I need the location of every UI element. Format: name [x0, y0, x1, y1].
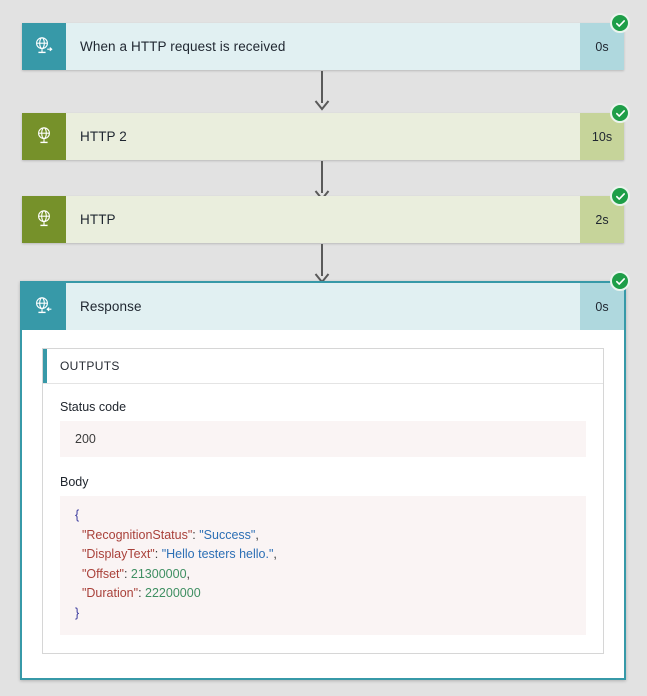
workflow-step-http[interactable]: HTTP 2s — [22, 196, 624, 243]
json-key: "RecognitionStatus" — [81, 527, 193, 542]
connector-arrow-1 — [311, 71, 333, 111]
connector-arrow-3 — [311, 244, 333, 284]
status-badge-succeeded-trigger — [610, 13, 630, 33]
json-value: 22200000 — [145, 586, 201, 600]
status-code-label: Status code — [60, 400, 127, 414]
status-code-value: 200 — [60, 421, 586, 457]
globe-response-icon — [22, 283, 66, 330]
step-duration: 10s — [580, 113, 624, 160]
outputs-panel: OUTPUTS Status code 200 Body { "Recognit… — [42, 348, 604, 654]
response-header[interactable]: Response 0s — [22, 283, 624, 330]
json-separator: : — [192, 527, 200, 542]
json-entry-0: "RecognitionStatus": "Success", — [75, 528, 259, 542]
outputs-accent-bar — [43, 349, 47, 383]
json-separator: : — [138, 586, 146, 600]
globe-request-icon — [22, 23, 66, 70]
json-key: "Duration" — [81, 586, 139, 600]
outputs-content: Status code 200 Body { "RecognitionStatu… — [43, 384, 603, 653]
outputs-header: OUTPUTS — [43, 349, 603, 384]
json-close-brace: } — [75, 605, 80, 620]
json-comma: , — [186, 566, 191, 581]
status-badge-succeeded-response — [610, 271, 630, 291]
body-json-value: { "RecognitionStatus": "Success", "Displ… — [60, 496, 586, 635]
json-key: "Offset" — [81, 566, 124, 581]
body-label: Body — [60, 475, 89, 489]
outputs-section-label: OUTPUTS — [60, 359, 120, 373]
json-entry-1: "DisplayText": "Hello testers hello.", — [75, 547, 277, 561]
workflow-step-trigger[interactable]: When a HTTP request is received 0s — [22, 23, 624, 70]
connector-arrow-2 — [311, 161, 333, 201]
status-badge-succeeded-http-2 — [610, 103, 630, 123]
json-separator: : — [123, 566, 131, 581]
json-comma: , — [273, 547, 277, 561]
json-value: "Hello testers hello." — [161, 547, 274, 561]
json-key: "DisplayText" — [81, 547, 155, 561]
globe-icon — [22, 196, 66, 243]
json-value: "Success" — [199, 527, 256, 542]
response-body: OUTPUTS Status code 200 Body { "Recognit… — [22, 330, 624, 678]
workflow-step-response[interactable]: Response 0s OUTPUTS Status code 200 Body… — [20, 281, 626, 680]
workflow-step-http-2[interactable]: HTTP 2 10s — [22, 113, 624, 160]
json-value: 21300000 — [130, 566, 187, 581]
json-comma: , — [255, 527, 259, 542]
step-title: When a HTTP request is received — [66, 23, 580, 70]
json-separator: : — [154, 547, 162, 561]
step-duration: 0s — [580, 283, 624, 330]
globe-icon — [22, 113, 66, 160]
step-title: HTTP — [66, 196, 580, 243]
json-open-brace: { — [75, 508, 80, 522]
json-entry-3: "Duration": 22200000 — [75, 586, 201, 600]
json-entry-2: "Offset": 21300000, — [75, 567, 190, 581]
step-title: Response — [66, 283, 580, 330]
step-title: HTTP 2 — [66, 113, 580, 160]
status-badge-succeeded-http — [610, 186, 630, 206]
